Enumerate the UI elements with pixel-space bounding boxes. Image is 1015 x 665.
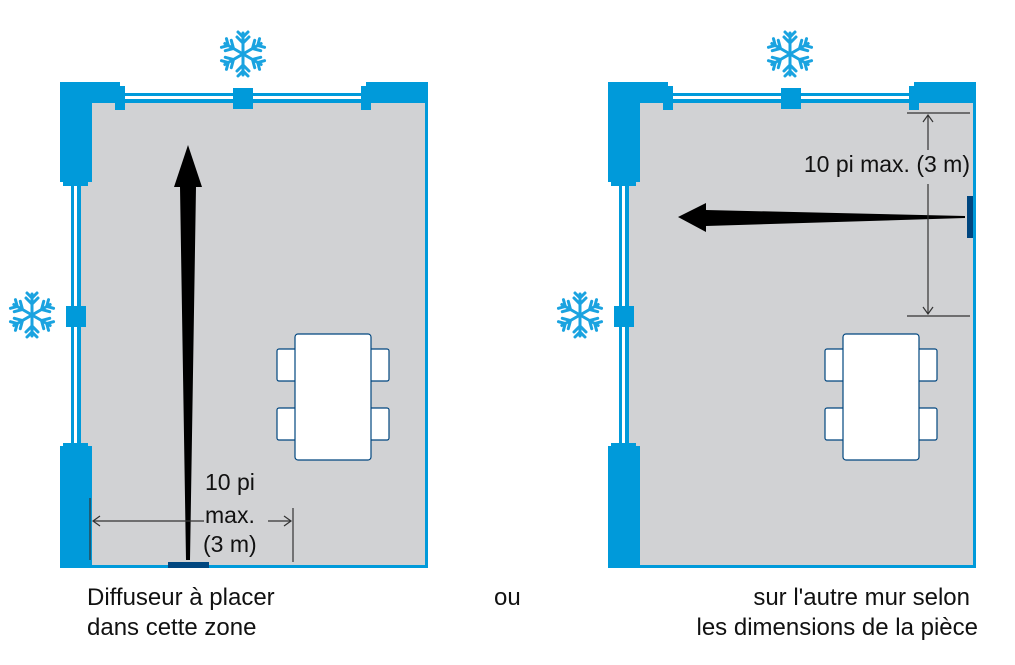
dimension-label: max. — [205, 502, 255, 528]
caption: dans cette zone — [87, 614, 256, 641]
separator-text: ou — [494, 584, 521, 611]
left-room-plan: 10 pi max. (3 m) Diffuseur à placer dans… — [10, 32, 429, 641]
snowflake-icon — [768, 32, 812, 76]
right-room-plan: 10 pi max. (3 m) sur l'autre mur selon l… — [558, 32, 978, 641]
snowflake-icon — [10, 293, 54, 337]
caption: sur l'autre mur selon — [753, 584, 970, 611]
diffuser — [967, 196, 973, 238]
diffuser — [168, 562, 209, 568]
dimension-line — [907, 112, 970, 317]
caption: les dimensions de la pièce — [697, 614, 979, 641]
dimension-line — [89, 498, 294, 562]
snowflake-icon — [221, 32, 265, 76]
dimension-label: (3 m) — [203, 531, 257, 557]
snowflake-icon — [558, 293, 602, 337]
caption: Diffuseur à placer — [87, 584, 275, 611]
dimension-label: 10 pi max. (3 m) — [804, 151, 970, 177]
dimension-label: 10 pi — [205, 469, 255, 495]
airflow-arrow — [174, 145, 202, 560]
airflow-arrow — [678, 203, 965, 232]
